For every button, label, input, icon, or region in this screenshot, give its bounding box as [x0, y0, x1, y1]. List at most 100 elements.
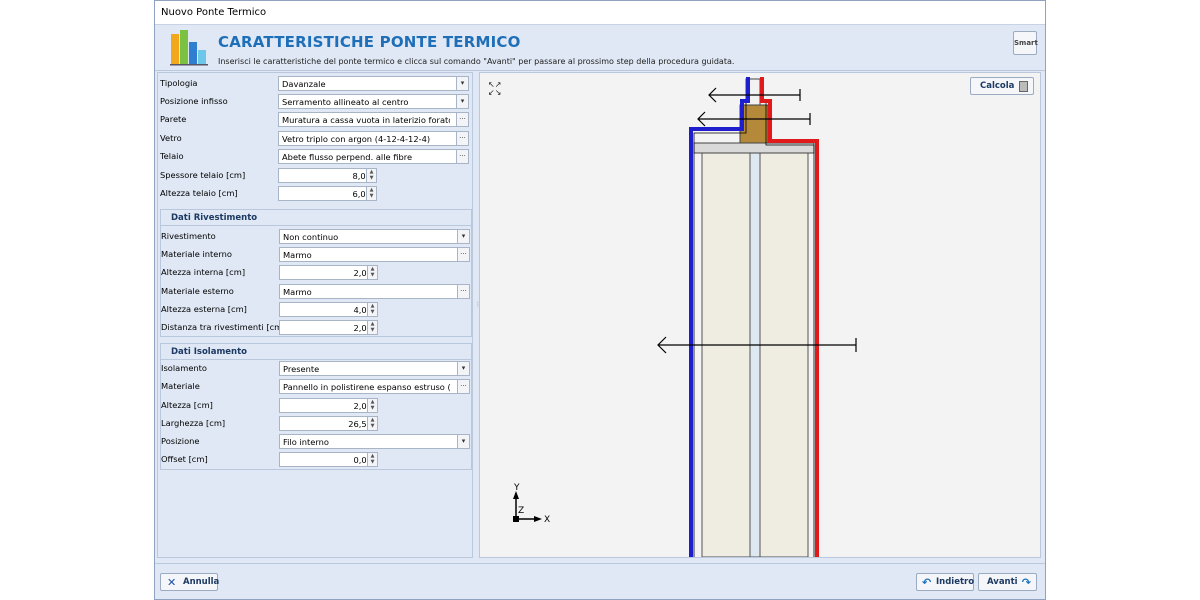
distanza-value: 2,00 — [353, 323, 372, 333]
cavity — [749, 152, 761, 557]
label-posizione-infisso: Posizione infisso — [160, 96, 228, 106]
label-offset: Offset [cm] — [161, 454, 208, 464]
redo-arrow-icon: ↷ — [1021, 576, 1031, 589]
materiale-interno-field[interactable]: Marmo ··· — [279, 247, 470, 262]
indietro-label: Indietro — [936, 577, 975, 587]
avanti-button[interactable]: Avanti ↷ — [978, 573, 1037, 591]
external-surface-line — [760, 77, 819, 557]
tipologia-dropdown[interactable]: Davanzale ▾ — [278, 76, 469, 91]
spinner-icon[interactable]: ▲▼ — [367, 302, 378, 317]
spinner-icon[interactable]: ▲▼ — [367, 452, 378, 467]
wizard-window: Nuovo Ponte Termico CARATTERISTICHE PONT… — [154, 0, 1046, 600]
panel-splitter[interactable]: ⋮ — [475, 301, 481, 308]
label-tipologia: Tipologia — [160, 78, 198, 88]
altezza-telaio-value: 6,00 — [352, 189, 371, 199]
sill-slab — [693, 142, 815, 154]
offset-input[interactable]: 0,00 — [279, 452, 376, 467]
ellipsis-icon[interactable]: ··· — [457, 380, 469, 393]
row-offset: Offset [cm] 0,00 ▲▼ — [159, 451, 473, 468]
chevron-down-icon[interactable]: ▾ — [457, 435, 469, 448]
row-rivestimento: Rivestimento Non continuo ▾ — [159, 228, 473, 245]
label-telaio: Telaio — [160, 151, 184, 161]
group-rivestimento: Dati Rivestimento Rivestimento Non conti… — [160, 209, 472, 337]
distanza-input[interactable]: 2,00 — [279, 320, 376, 335]
materiale-field[interactable]: Pannello in polistirene espanso estruso … — [279, 379, 470, 394]
label-posizione: Posizione — [161, 436, 200, 446]
altezza-esterna-input[interactable]: 4,00 — [279, 302, 376, 317]
internal-surface-line — [689, 77, 750, 557]
chevron-down-icon[interactable]: ▾ — [456, 77, 468, 90]
label-materiale: Materiale — [161, 381, 200, 391]
spinner-icon[interactable]: ▲▼ — [367, 398, 378, 413]
parete-field[interactable]: Muratura a cassa vuota in laterizio fora… — [278, 112, 469, 127]
label-altezza-telaio: Altezza telaio [cm] — [160, 188, 238, 198]
parete-value: Muratura a cassa vuota in laterizio fora… — [282, 115, 450, 125]
ellipsis-icon[interactable]: ··· — [456, 150, 468, 163]
rivestimento-dropdown[interactable]: Non continuo ▾ — [279, 229, 470, 244]
materiale-esterno-value: Marmo — [283, 287, 312, 297]
wizard-header: CARATTERISTICHE PONTE TERMICO Inserisci … — [155, 26, 1045, 71]
telaio-field[interactable]: Abete flusso perpend. alle fibre ··· — [278, 149, 469, 164]
calculator-icon — [1019, 81, 1028, 92]
isolamento-value: Presente — [283, 364, 320, 374]
ellipsis-icon[interactable]: ··· — [457, 285, 469, 298]
calcola-button[interactable]: Calcola — [970, 77, 1034, 95]
vetro-value: Vetro triplo con argon (4-12-4-12-4) — [282, 134, 431, 144]
ellipsis-icon[interactable]: ··· — [456, 132, 468, 145]
spinner-icon[interactable]: ▲▼ — [367, 416, 378, 431]
tipologia-value: Davanzale — [282, 79, 326, 89]
label-altezza: Altezza [cm] — [161, 400, 213, 410]
row-altezza-telaio: Altezza telaio [cm] 6,00 ▲▼ — [158, 185, 472, 202]
materiale-esterno-field[interactable]: Marmo ··· — [279, 284, 470, 299]
smart-help-button[interactable]: Smart — [1013, 31, 1038, 55]
spinner-icon[interactable]: ▲▼ — [367, 320, 378, 335]
altezza-telaio-input[interactable]: 6,00 — [278, 186, 375, 201]
row-posizione: Posizione Filo interno ▾ — [159, 433, 473, 450]
group-rivestimento-title: Dati Rivestimento — [171, 213, 258, 223]
row-altezza-interna: Altezza interna [cm] 2,00 ▲▼ — [159, 264, 473, 281]
label-rivestimento: Rivestimento — [161, 231, 216, 241]
posizione-dropdown[interactable]: Filo interno ▾ — [279, 434, 470, 449]
row-telaio: Telaio Abete flusso perpend. alle fibre … — [158, 148, 472, 165]
axis-y-label: Y — [513, 483, 520, 493]
spessore-telaio-input[interactable]: 8,00 — [278, 168, 375, 183]
isolamento-dropdown[interactable]: Presente ▾ — [279, 361, 470, 376]
chevron-down-icon[interactable]: ▾ — [457, 362, 469, 375]
label-altezza-esterna: Altezza esterna [cm] — [161, 304, 247, 314]
spessore-telaio-value: 8,00 — [352, 171, 371, 181]
altezza-interna-value: 2,00 — [353, 268, 372, 278]
vetro-field[interactable]: Vetro triplo con argon (4-12-4-12-4) ··· — [278, 131, 469, 146]
indietro-button[interactable]: ↶ Indietro — [916, 573, 974, 591]
spinner-icon[interactable]: ▲▼ — [367, 265, 378, 280]
chevron-down-icon[interactable]: ▾ — [456, 95, 468, 108]
spinner-icon[interactable]: ▲▼ — [366, 186, 377, 201]
axes-gizmo: Y Z X — [513, 483, 550, 525]
label-parete: Parete — [160, 114, 187, 124]
expand-icon[interactable]: ↖↗↙↘ — [488, 80, 502, 97]
row-altezza-esterna: Altezza esterna [cm] 4,00 ▲▼ — [159, 301, 473, 318]
window-frame — [739, 104, 769, 144]
external-contour — [765, 103, 815, 557]
altezza-input[interactable]: 2,00 — [279, 398, 376, 413]
row-posizione-infisso: Posizione infisso Serramento allineato a… — [158, 93, 472, 110]
ellipsis-icon[interactable]: ··· — [457, 248, 469, 261]
drawing-canvas[interactable]: ↖↗↙↘ Calcola — [479, 72, 1041, 558]
ellipsis-icon[interactable]: ··· — [456, 113, 468, 126]
posizione-infisso-dropdown[interactable]: Serramento allineato al centro ▾ — [278, 94, 469, 109]
altezza-interna-input[interactable]: 2,00 — [279, 265, 376, 280]
row-tipologia: Tipologia Davanzale ▾ — [158, 75, 472, 92]
telaio-value: Abete flusso perpend. alle fibre — [282, 152, 413, 162]
materiale-interno-value: Marmo — [283, 250, 312, 260]
properties-panel: Tipologia Davanzale ▾ Posizione infisso … — [157, 72, 473, 558]
larghezza-input[interactable]: 26,50 — [279, 416, 376, 431]
altezza-esterna-value: 4,00 — [353, 305, 372, 315]
spinner-icon[interactable]: ▲▼ — [366, 168, 377, 183]
dimension-arrows — [657, 87, 857, 354]
annulla-button[interactable]: ✕ Annulla — [160, 573, 219, 591]
chevron-down-icon[interactable]: ▾ — [457, 230, 469, 243]
posizione-value: Filo interno — [283, 437, 330, 447]
close-icon: ✕ — [167, 576, 177, 589]
group-isolamento-title: Dati Isolamento — [171, 347, 248, 357]
materiale-value: Pannello in polistirene espanso estruso … — [283, 382, 451, 392]
avanti-label: Avanti — [987, 577, 1018, 587]
